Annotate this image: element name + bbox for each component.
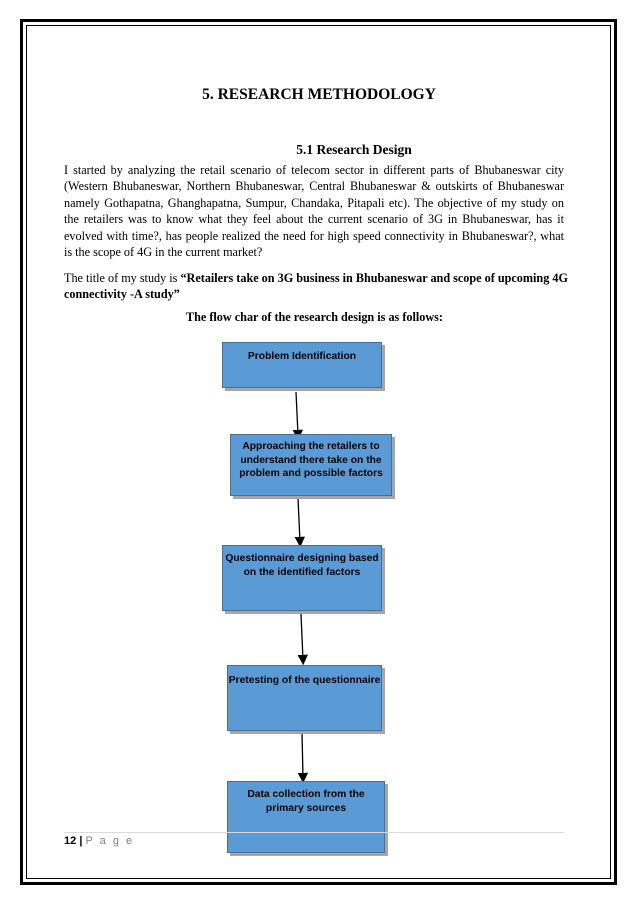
flow-step-pretesting: Pretesting of the questionnaire	[227, 665, 382, 731]
study-title: “Retailers take on 3G business in Bhuban…	[64, 271, 568, 302]
study-title-intro: The title of my study is	[64, 271, 181, 285]
subsection-heading: 5.1 Research Design	[296, 142, 412, 157]
flow-chart-caption: The flow char of the research design is …	[186, 310, 443, 324]
footer-rule	[64, 832, 564, 833]
footer-separator: |	[79, 835, 83, 847]
flow-step-problem-identification: Problem Identification	[222, 342, 382, 388]
flow-step-questionnaire-designing: Questionnaire designing based on the ide…	[222, 545, 382, 611]
study-title-paragraph: The title of my study is “Retailers take…	[64, 270, 574, 303]
section-heading: 5. RESEARCH METHODOLOGY	[202, 86, 436, 103]
page-number: 12	[64, 835, 77, 847]
page-footer: 12 | P a g e	[64, 835, 134, 847]
page-border-inner	[26, 25, 611, 879]
flow-step-approaching-retailers: Approaching the retailers to understand …	[230, 434, 392, 496]
research-design-paragraph: I started by analyzing the retail scenar…	[64, 163, 564, 260]
page-label: P a g e	[85, 835, 135, 847]
flow-step-data-collection: Data collection from the primary sources	[227, 781, 385, 853]
page-border-outer	[20, 19, 617, 885]
